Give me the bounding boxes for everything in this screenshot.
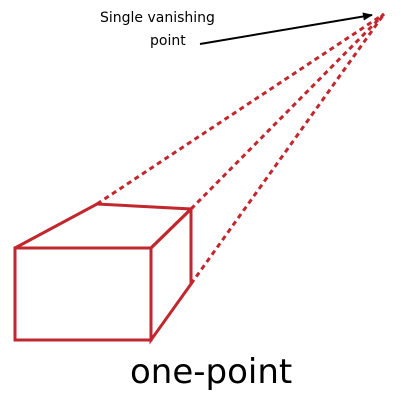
box-front-face — [13, 246, 153, 342]
guide-line-top-right — [189, 12, 386, 211]
box-side-face — [149, 205, 193, 345]
perspective-box — [13, 202, 195, 345]
annotation-label-line1: Single vanishing — [100, 10, 215, 26]
annotation-label-line2: point — [150, 33, 186, 49]
guide-line-bottom-right — [189, 13, 386, 285]
diagram-caption: one-point — [130, 352, 292, 392]
annotation-arrow — [199, 12, 373, 45]
vanishing-guide-lines — [96, 12, 386, 285]
box-top-face — [14, 202, 195, 250]
guide-line-top-left — [96, 12, 385, 206]
